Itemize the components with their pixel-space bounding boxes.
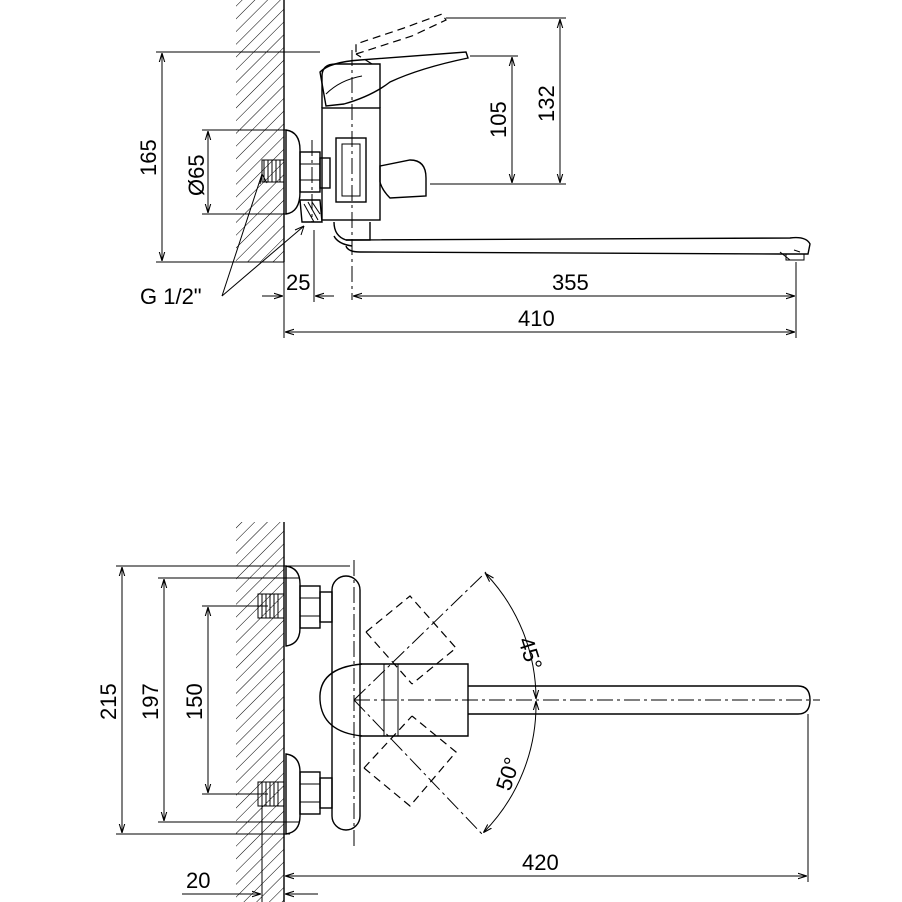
spout-side (345, 236, 811, 261)
lower-connector-top (257, 753, 333, 835)
top-view: 45° 50° 215 197 150 420 (96, 522, 820, 902)
spout-top (468, 685, 811, 715)
dim-420: 420 (286, 714, 809, 882)
dim-165: 165 (136, 51, 320, 263)
dim-197: 197 (138, 577, 300, 823)
swivel-arcs: 45° 50° (484, 574, 547, 832)
upper-connector-top (257, 565, 333, 647)
dim-420-label: 420 (522, 850, 559, 875)
angle-50-label: 50° (491, 754, 525, 793)
dim-20: 20 (182, 806, 318, 902)
dim-diameter-label: Ø65 (184, 154, 209, 196)
wall-top (236, 522, 285, 902)
dim-150-label: 150 (182, 683, 207, 720)
thread-callout: G 1/2" (140, 173, 305, 309)
wall-side (236, 0, 285, 262)
dim-132: 132 (446, 17, 566, 185)
dim-410-label: 410 (518, 306, 555, 331)
angle-45-label: 45° (513, 634, 547, 673)
dim-132-label: 132 (534, 85, 559, 122)
dim-20-label: 20 (186, 868, 210, 893)
eccentric-connector-side (261, 129, 331, 223)
dim-25-355: 25 355 (262, 230, 797, 338)
dim-215-label: 215 (96, 683, 121, 720)
dim-165-label: 165 (136, 139, 161, 176)
mixer-body-side (319, 13, 469, 247)
dim-197-label: 197 (138, 683, 163, 720)
dim-diameter: Ø65 (184, 129, 286, 215)
dim-410: 410 (286, 306, 794, 332)
dim-355-label: 355 (552, 270, 589, 295)
dim-215: 215 (96, 565, 350, 835)
thread-label: G 1/2" (140, 284, 202, 309)
side-view: 165 Ø65 105 132 G 1/2 (136, 0, 811, 338)
dim-150: 150 (182, 605, 268, 795)
dim-105: 105 (430, 55, 518, 185)
dim-105-label: 105 (486, 101, 511, 138)
mixer-body-top (319, 575, 469, 831)
dim-25-label: 25 (286, 270, 310, 295)
